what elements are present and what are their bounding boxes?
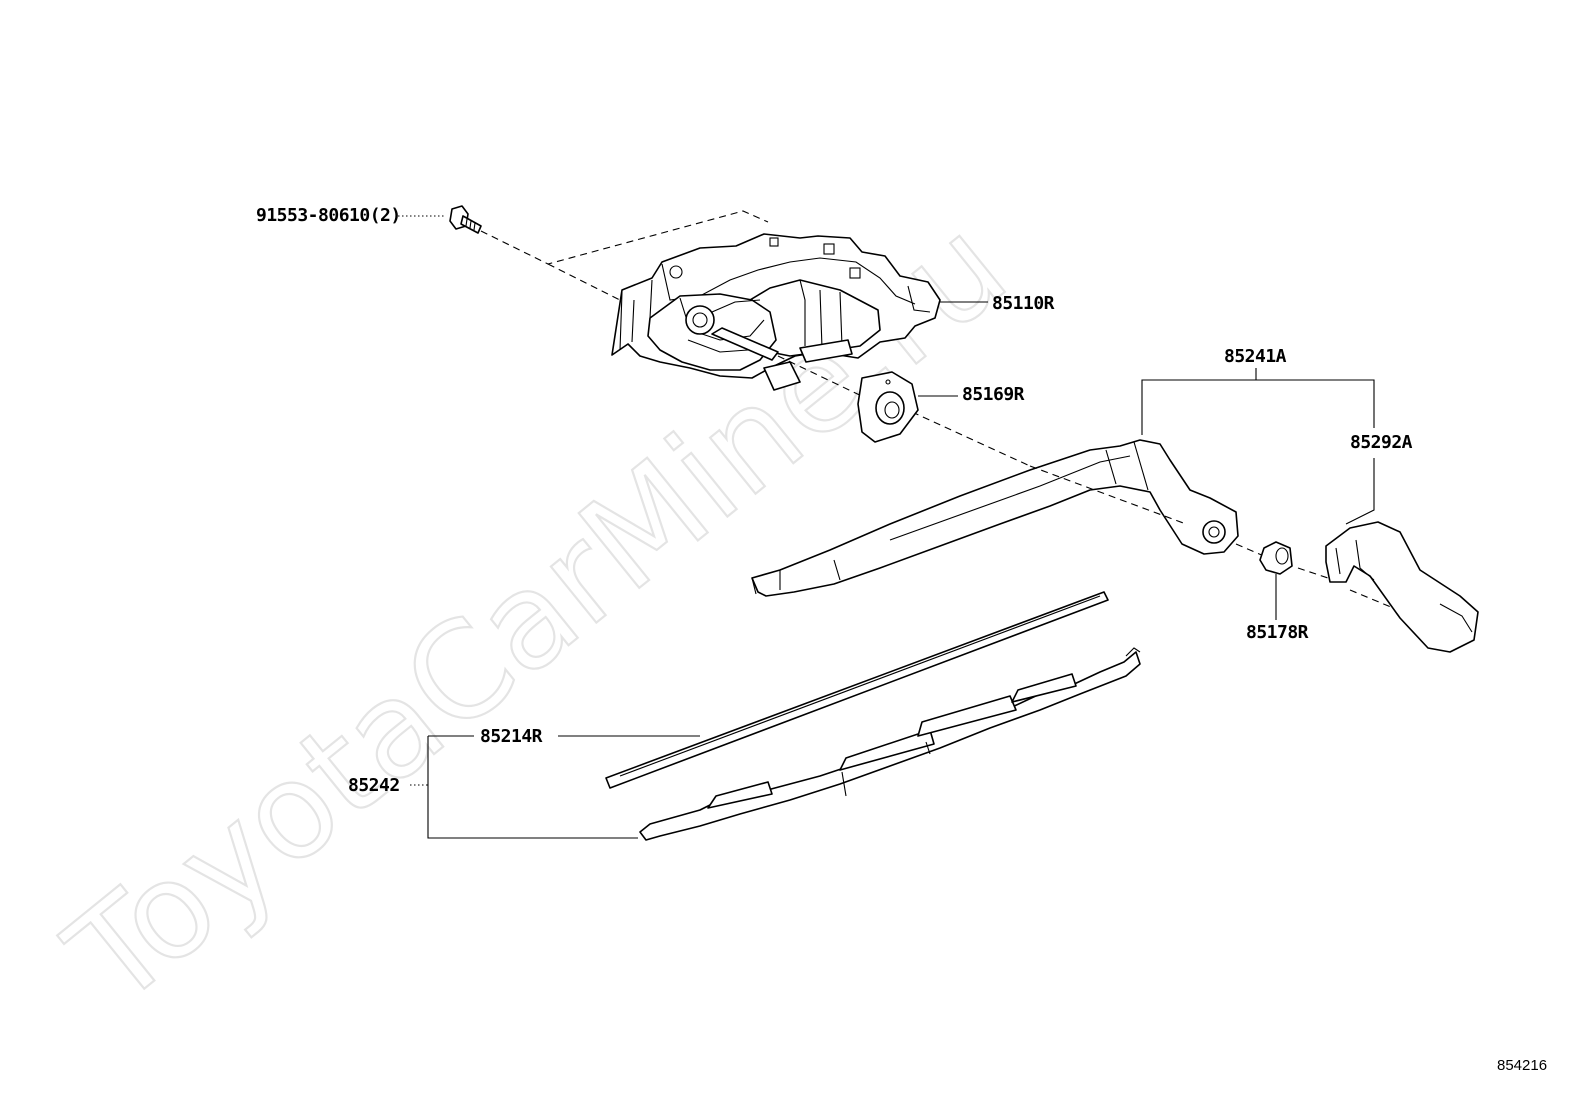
- guide-arm-nut: [1235, 543, 1265, 557]
- label-bolt[interactable]: 91553-80610(2): [256, 205, 401, 226]
- guide-cap-arm: [911, 411, 1031, 467]
- label-cap[interactable]: 85169R: [962, 384, 1025, 405]
- bracket-blade-assembly: [427, 736, 638, 839]
- blade-rubber-part[interactable]: [605, 591, 1109, 789]
- label-blade-rubber[interactable]: 85214R: [480, 726, 543, 747]
- label-nut[interactable]: 85178R: [1246, 622, 1309, 643]
- wiper-arm-part[interactable]: [751, 439, 1239, 597]
- label-motor[interactable]: 85110R: [992, 293, 1055, 314]
- nut-part[interactable]: [1259, 541, 1293, 575]
- guide-motor-cap: [777, 355, 871, 401]
- bolt-part[interactable]: [449, 205, 482, 234]
- guide-arm-pivot: [1029, 465, 1187, 525]
- leader-arm-cover: [1345, 458, 1375, 525]
- wiper-motor-part[interactable]: [611, 233, 941, 391]
- guide-bolt-motor-2: [547, 263, 625, 303]
- label-arm-assembly[interactable]: 85241A: [1224, 346, 1287, 367]
- wiper-blade-part[interactable]: [639, 647, 1141, 841]
- cap-part[interactable]: [857, 371, 919, 443]
- guide-nut-cover: [1297, 567, 1399, 611]
- figure-number: 854216: [1497, 1057, 1547, 1074]
- guide-bolt-motor-1: [480, 210, 769, 265]
- label-arm-cover[interactable]: 85292A: [1350, 432, 1413, 453]
- arm-cover-part[interactable]: [1325, 521, 1479, 653]
- bracket-arm-assembly: [1141, 379, 1375, 435]
- label-blade-assembly[interactable]: 85242: [348, 775, 400, 796]
